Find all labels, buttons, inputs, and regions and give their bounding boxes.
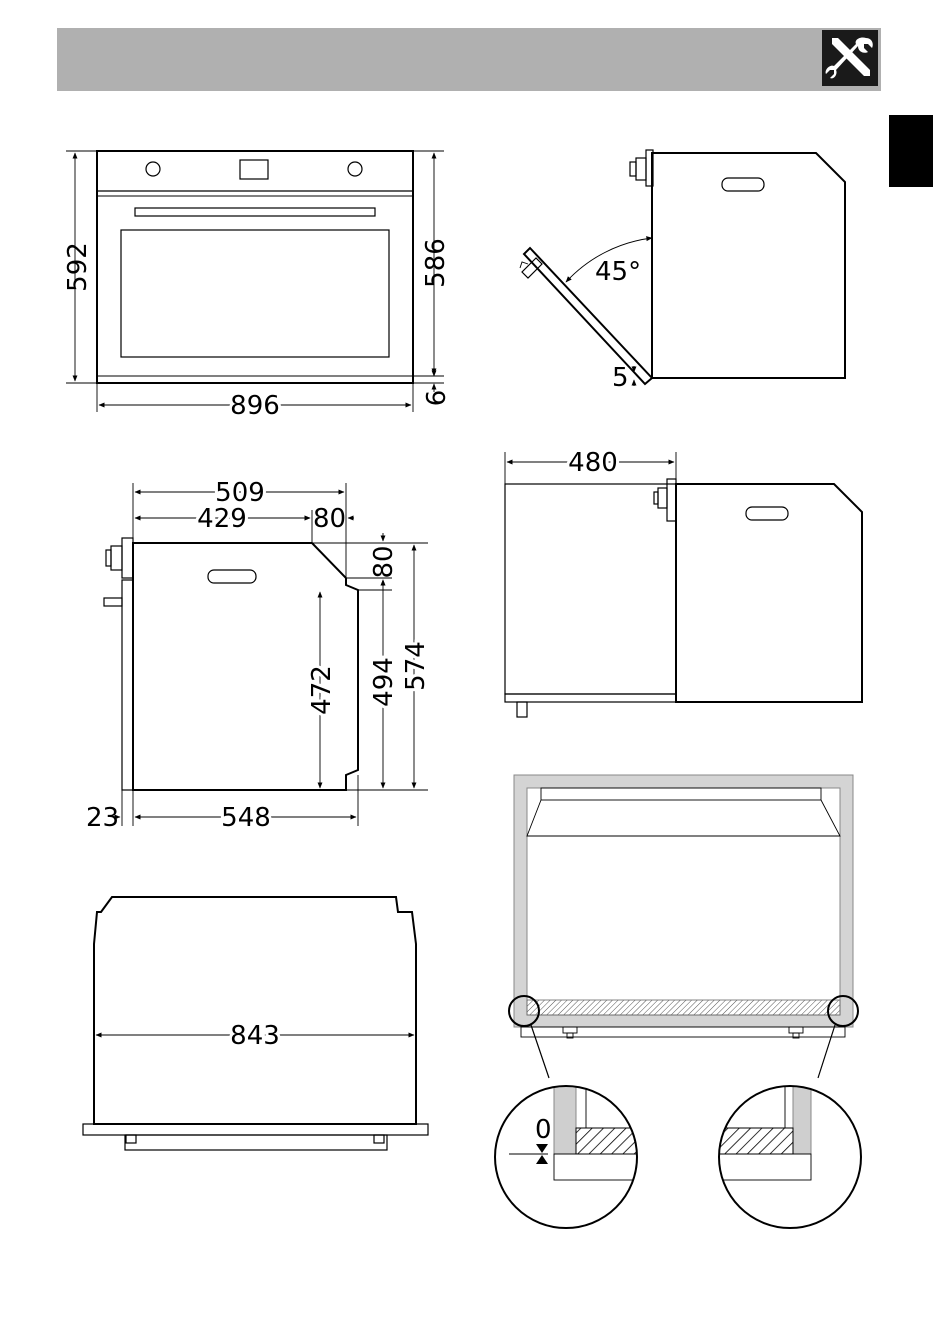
dim-side-depth: 429 bbox=[197, 504, 247, 534]
dim-cabinet-depth: 480 bbox=[568, 448, 618, 478]
side-view: 509 429 80 80 472 494 574 23 548 bbox=[86, 478, 431, 833]
knob-icon bbox=[146, 162, 160, 176]
dim-side-inner-height: 472 bbox=[307, 665, 337, 715]
handle-slot bbox=[722, 178, 764, 191]
front-view: 592 586 6 896 bbox=[63, 151, 452, 421]
detail-right bbox=[712, 1070, 861, 1228]
cabinet-depth-view: 480 bbox=[505, 448, 862, 717]
dim-front-inner-height: 586 bbox=[421, 238, 451, 288]
dim-side-total-height: 574 bbox=[401, 641, 431, 691]
top-view: 843 bbox=[83, 897, 428, 1150]
dim-front-gap: 6 bbox=[422, 390, 452, 407]
dim-door-gap: 5 bbox=[612, 363, 629, 393]
dim-door-angle: 45° bbox=[595, 257, 641, 287]
knob-icon bbox=[348, 162, 362, 176]
dim-front-width: 896 bbox=[230, 391, 280, 421]
dim-detail-gap: 0 bbox=[535, 1115, 552, 1145]
niche-view bbox=[509, 775, 858, 1078]
dim-side-top-step: 80 bbox=[313, 504, 346, 534]
display-icon bbox=[240, 160, 268, 179]
dim-side-step-height: 80 bbox=[369, 545, 399, 578]
dim-top-width: 843 bbox=[230, 1021, 280, 1051]
handle-slot bbox=[208, 570, 256, 583]
dim-front-height: 592 bbox=[63, 242, 93, 292]
dim-side-front: 23 bbox=[86, 803, 119, 833]
dim-side-body-height: 494 bbox=[369, 657, 399, 707]
detail-left: 0 bbox=[495, 1070, 656, 1228]
door-open-view: 45° 5 bbox=[520, 150, 845, 393]
dim-side-bottom-depth: 548 bbox=[221, 803, 271, 833]
handle-slot bbox=[746, 507, 788, 520]
